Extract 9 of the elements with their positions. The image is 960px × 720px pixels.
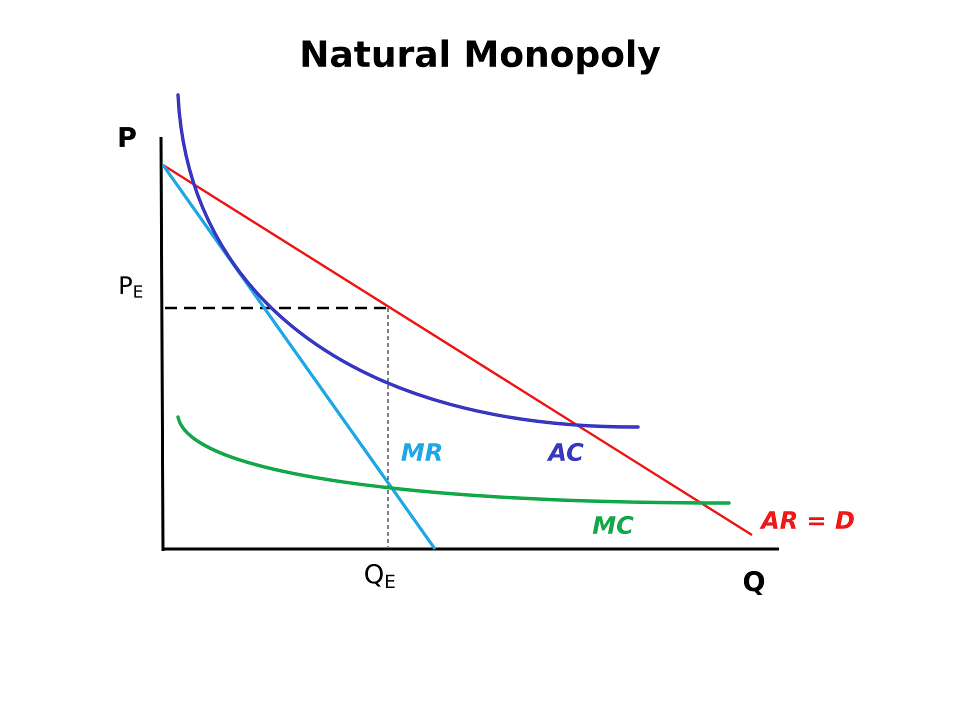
curve-label: AR = D [760, 511, 854, 529]
axis-label: Q [744, 571, 764, 595]
title: Natural Monopoly [302, 39, 660, 75]
curve-label: MR [401, 443, 442, 461]
quantity-label: Q$_{E}$ [365, 564, 395, 588]
curve-label: MC [592, 516, 634, 534]
curve-label: AC [546, 442, 584, 462]
price-label: P$_{E}$ [120, 276, 142, 298]
axis-label: P [120, 127, 136, 147]
